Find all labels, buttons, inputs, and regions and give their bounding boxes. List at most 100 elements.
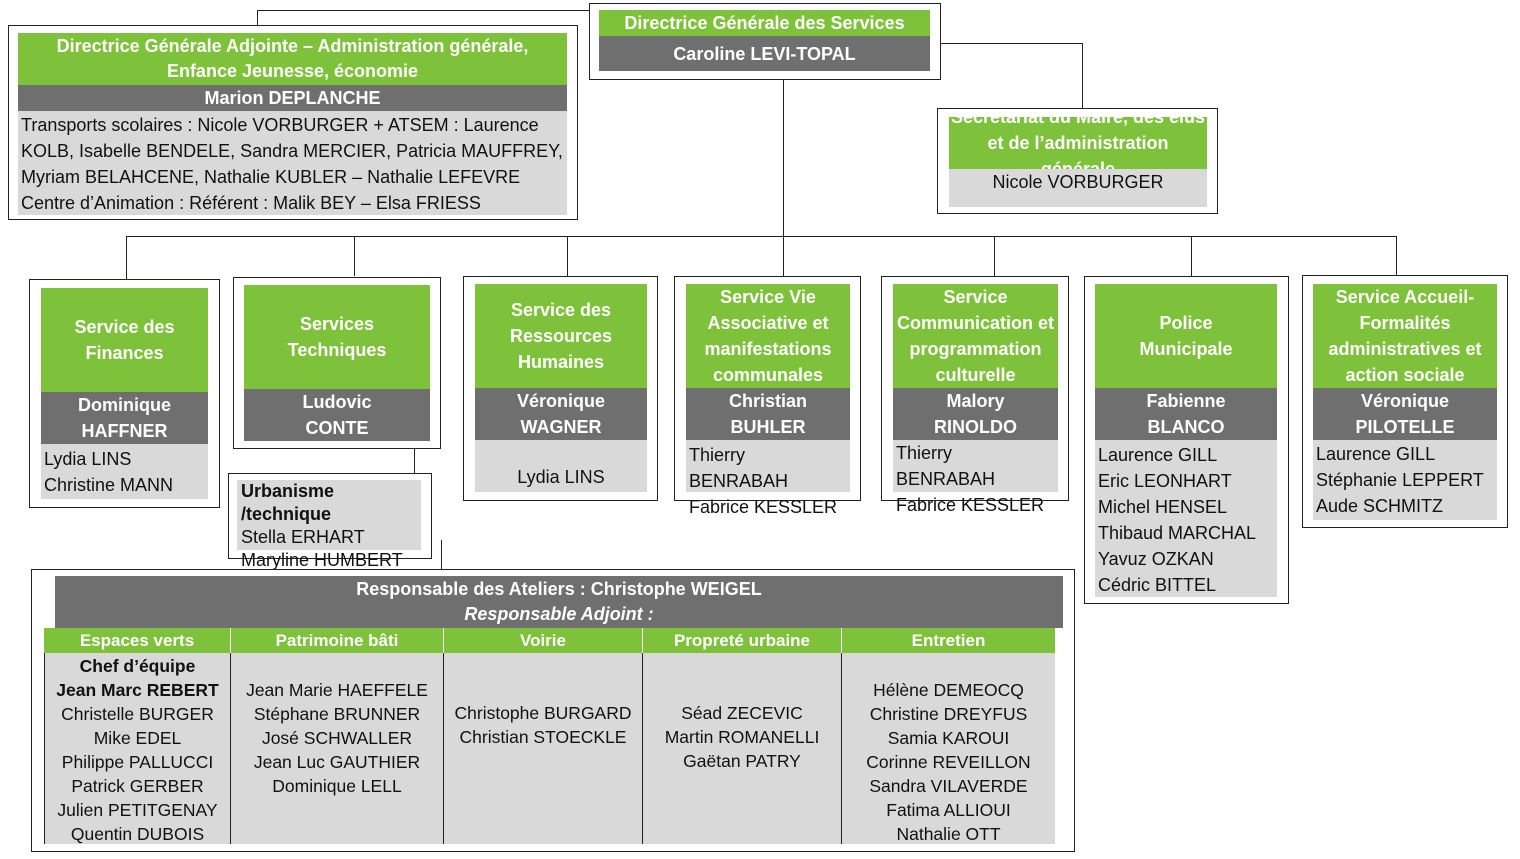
service-title-line: Service des — [510, 300, 612, 320]
staff-name: Thierry BENRABAH — [896, 443, 996, 489]
service-head-line: Christian — [728, 391, 807, 411]
service-finances-head: Dominique HAFFNER — [41, 392, 208, 444]
connector-line — [567, 236, 568, 276]
team-member: Sandra VILAVERDE — [869, 776, 1028, 796]
staff-name: Laurence GILL — [1316, 444, 1436, 464]
team-member: Quentin DUBOIS — [70, 824, 205, 844]
staff-name: Thibaud MARCHAL — [1098, 523, 1257, 543]
service-accueil-title: Service Accueil- Formalités administrati… — [1313, 284, 1497, 388]
service-head-line: Dominique — [78, 395, 171, 415]
service-title-line: culturelle — [935, 365, 1016, 385]
staff-name: Lydia LINS — [517, 467, 605, 487]
service-title-line: Services — [299, 314, 375, 334]
connector-line — [126, 236, 1397, 237]
urbanisme-title: Urbanisme /technique — [241, 481, 335, 524]
service-title-line: Associative et — [707, 313, 829, 333]
connector-line — [940, 43, 1082, 44]
team-member: Julien PETITGENAY — [57, 800, 218, 820]
connector-line — [1396, 236, 1397, 276]
dga-details: Transports scolaires : Nicole VORBURGER … — [18, 111, 567, 215]
dga-title-line: Enfance Jeunesse, économie — [166, 61, 419, 81]
team-member: Gaëtan PATRY — [683, 751, 801, 771]
dga-name: Marion DEPLANCHE — [18, 85, 567, 111]
service-head-line: Véronique — [516, 391, 605, 411]
service-communication-head: Malory RINOLDO — [893, 388, 1058, 440]
service-head-line: CONTE — [305, 418, 369, 438]
team-member: Hélène DEMEOCQ — [873, 680, 1024, 700]
staff-name: Laurence GILL — [1098, 445, 1218, 465]
service-head-line: WAGNER — [520, 417, 602, 437]
service-communication-staff: Thierry BENRABAH Fabrice KESSLER — [893, 440, 1058, 515]
staff-name: Maryline HUMBERT — [241, 550, 403, 570]
ateliers-column-body: Jean Marie HAEFFELE Stéphane BRUNNER Jos… — [231, 653, 444, 844]
service-accueil-staff: Laurence GILL Stéphanie LEPPERT Aude SCH… — [1313, 440, 1497, 520]
service-head-line: Ludovic — [302, 392, 372, 412]
secretariat-title: Secrétariat du Maire, des élus et de l’a… — [949, 107, 1207, 179]
service-title-line: action sociale — [1345, 365, 1465, 385]
service-police-title: Police Municipale — [1095, 284, 1277, 388]
ateliers-column-header: Patrimoine bâti — [231, 628, 444, 653]
team-lead-line: Chef d’équipe — [79, 656, 196, 676]
staff-name: Yavuz OZKAN — [1098, 549, 1214, 569]
service-vie-associative-head: Christian BUHLER — [686, 388, 850, 440]
team-member: Corinne REVEILLON — [866, 752, 1031, 772]
service-head-line: Malory — [946, 391, 1005, 411]
connector-line — [441, 540, 442, 569]
team-member: Martin ROMANELLI — [664, 727, 820, 747]
service-head-line: BLANCO — [1147, 417, 1225, 437]
service-title-line: Service — [943, 287, 1008, 307]
service-title-line: Finances — [85, 343, 164, 363]
staff-name: Aude SCHMITZ — [1316, 496, 1444, 516]
team-member: Patrick GERBER — [71, 776, 204, 796]
staff-name: Stella ERHART — [241, 527, 365, 547]
team-member: Christelle BURGER — [61, 704, 214, 724]
staff-name: Lydia LINS — [44, 449, 132, 469]
service-rh-staff: Lydia LINS — [475, 440, 647, 492]
service-accueil-head: Véronique PILOTELLE — [1313, 388, 1497, 440]
dga-detail-line: Transports scolaires : Nicole VORBURGER … — [21, 115, 539, 135]
service-vie-associative-title: Service Vie Associative et manifestation… — [686, 284, 850, 388]
connector-line — [354, 236, 355, 276]
service-techniques-title: Services Techniques — [244, 285, 430, 389]
team-member: Jean Marie HAEFFELE — [246, 680, 428, 700]
service-title-line: Formalités — [1359, 313, 1451, 333]
team-member: Séad ZECEVIC — [681, 703, 803, 723]
service-head-line: Véronique — [1360, 391, 1449, 411]
service-title-line: Ressources — [509, 326, 613, 346]
ateliers-column-header: Entretien — [842, 628, 1055, 653]
team-member: Philippe PALLUCCI — [61, 752, 214, 772]
service-title-line: Humaines — [517, 352, 605, 372]
ateliers-column-body: Christophe BURGARD Christian STOECKLE — [444, 653, 643, 844]
staff-name: Christine MANN — [44, 475, 174, 495]
dga-detail-line: KOLB, Isabelle BENDELE, Sandra MERCIER, … — [21, 141, 563, 161]
connector-line — [414, 449, 415, 473]
service-techniques-head: Ludovic CONTE — [244, 389, 430, 441]
ateliers-column-body: Séad ZECEVIC Martin ROMANELLI Gaëtan PAT… — [643, 653, 842, 844]
service-title-line: Service Vie — [720, 287, 816, 307]
service-title-line: manifestations — [704, 339, 832, 359]
team-member: Jean Luc GAUTHIER — [253, 752, 421, 772]
secretariat-title-line: Secrétariat du Maire, des élus — [950, 107, 1206, 127]
staff-name: Stéphanie LEPPERT — [1316, 470, 1484, 490]
dga-title-line: Directrice Générale Adjointe – Administr… — [56, 36, 529, 56]
ateliers-subtitle: Responsable Adjoint : — [464, 604, 654, 624]
team-member: Samia KAROUI — [887, 728, 1010, 748]
urbanisme-content: Urbanisme /technique Stella ERHART Maryl… — [237, 480, 421, 570]
team-lead-line: Jean Marc REBERT — [56, 680, 219, 700]
service-head-line: HAFFNER — [81, 421, 168, 441]
service-title-line: communales — [712, 365, 824, 385]
team-member: Mike EDEL — [93, 728, 182, 748]
dgs-name: Caroline LEVI-TOPAL — [599, 36, 930, 71]
service-head-line: BUHLER — [730, 417, 806, 437]
service-head-line: Fabienne — [1146, 391, 1226, 411]
service-title-line: Techniques — [287, 340, 387, 360]
ateliers-header: Responsable des Ateliers : Christophe WE… — [55, 576, 1063, 628]
staff-name: Cédric BITTEL — [1098, 575, 1217, 595]
service-communication-title: Service Communication et programmation c… — [893, 284, 1058, 388]
team-member: Christian STOECKLE — [459, 727, 627, 747]
service-head-line: RINOLDO — [934, 417, 1017, 437]
staff-name: Thierry BENRABAH — [689, 445, 789, 491]
team-member: José SCHWALLER — [261, 728, 413, 748]
service-title-line: Service Accueil- — [1335, 287, 1475, 307]
service-title-line: Municipale — [1139, 339, 1233, 359]
